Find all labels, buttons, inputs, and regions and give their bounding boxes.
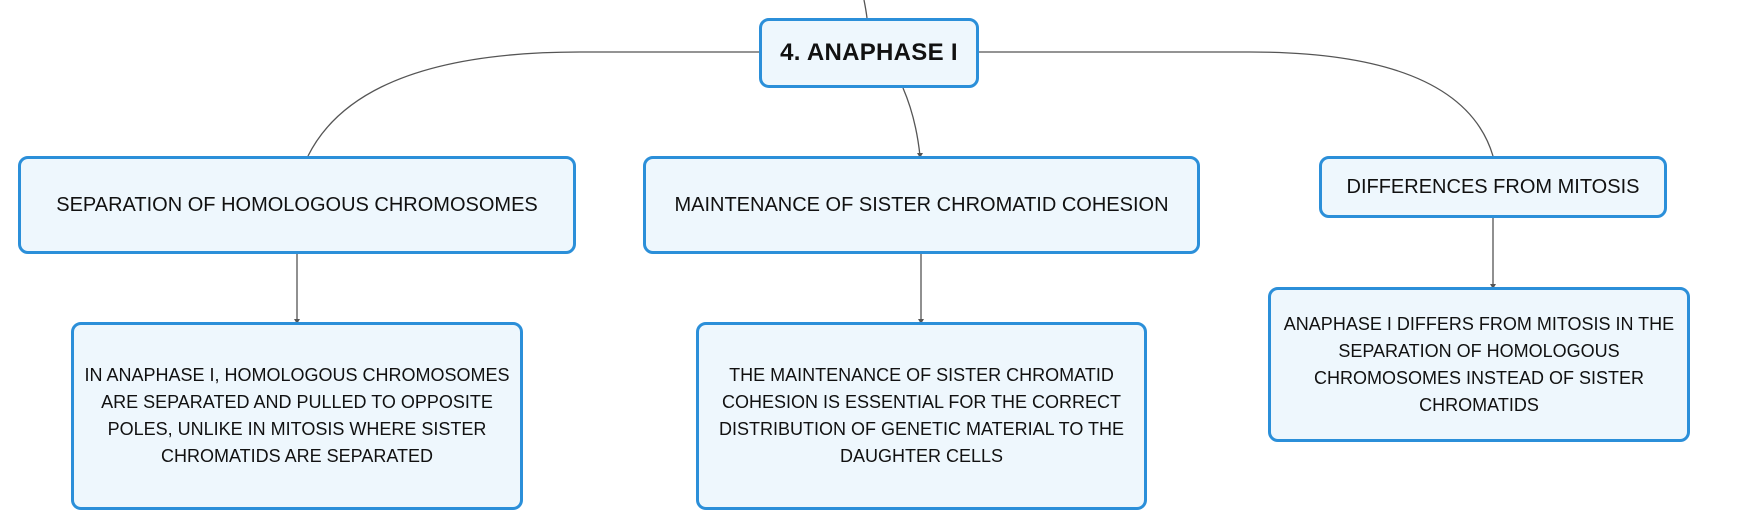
detail-node-homologous-separation[interactable]: IN ANAPHASE I, HOMOLOGOUS CHROMOSOMES AR…: [71, 322, 523, 510]
topic-label: SEPARATION OF HOMOLOGOUS CHROMOSOMES: [56, 193, 538, 216]
detail-text: ANAPHASE I DIFFERS FROM MITOSIS IN THE S…: [1283, 313, 1675, 415]
root-topic-label: 4. ANAPHASE I: [780, 39, 958, 66]
root-topic-node[interactable]: 4. ANAPHASE I: [759, 18, 979, 88]
topic-label: DIFFERENCES FROM MITOSIS: [1346, 175, 1640, 198]
detail-text: IN ANAPHASE I, HOMOLOGOUS CHROMOSOMES AR…: [84, 365, 510, 466]
topic-differences-from-mitosis[interactable]: DIFFERENCES FROM MITOSIS: [1319, 156, 1667, 218]
connector-root-to-branch-1: [307, 51, 759, 157]
topic-label: MAINTENANCE OF SISTER CHROMATID COHESION: [674, 193, 1169, 216]
topic-maintenance-of-sister-chromatid-cohesion[interactable]: MAINTENANCE OF SISTER CHROMATID COHESION: [643, 156, 1200, 254]
connector-root-to-branch-3: [979, 51, 1494, 157]
detail-text: THE MAINTENANCE OF SISTER CHROMATID COHE…: [718, 365, 1125, 466]
connector-root-to-branch-2: [902, 87, 921, 157]
connector-incoming-parent: [863, 0, 868, 19]
topic-separation-of-homologous-chromosomes[interactable]: SEPARATION OF HOMOLOGOUS CHROMOSOMES: [18, 156, 576, 254]
detail-node-chromatid-cohesion[interactable]: THE MAINTENANCE OF SISTER CHROMATID COHE…: [696, 322, 1147, 510]
detail-node-mitosis-differences[interactable]: ANAPHASE I DIFFERS FROM MITOSIS IN THE S…: [1268, 287, 1690, 442]
